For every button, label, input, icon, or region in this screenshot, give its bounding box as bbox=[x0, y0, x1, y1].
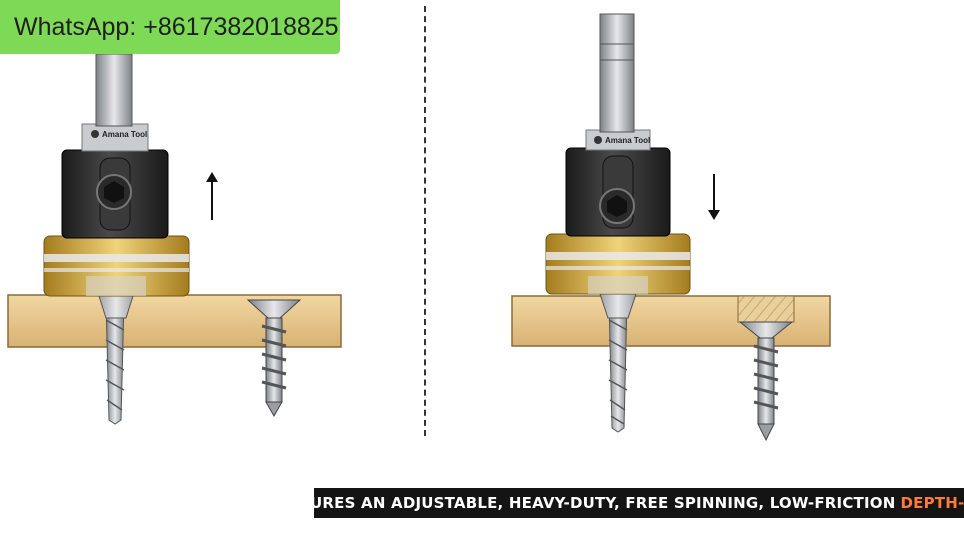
brand-logo-left: Amana Tool bbox=[102, 130, 147, 139]
screw-right bbox=[738, 321, 794, 442]
countersink-body-left bbox=[61, 149, 169, 239]
logo-icon-left bbox=[91, 130, 99, 138]
wood-plug bbox=[737, 295, 795, 323]
hex-shank-left bbox=[95, 53, 133, 127]
logo-icon-right bbox=[594, 136, 602, 144]
banner-text: FEATURES AN ADJUSTABLE, HEAVY-DUTY, FREE… bbox=[268, 494, 896, 512]
drill-bit-right bbox=[608, 299, 628, 433]
countersink-body-right bbox=[565, 147, 671, 237]
drill-bit-left bbox=[105, 299, 125, 425]
hex-shank-right bbox=[599, 13, 635, 133]
brand-logo-right: Amana Tool bbox=[605, 136, 650, 145]
screw-left bbox=[246, 299, 302, 418]
arrow-up-icon bbox=[206, 172, 218, 220]
whatsapp-contact-overlay[interactable]: WhatsApp: +8617382018825 bbox=[0, 0, 340, 54]
panel-divider bbox=[424, 6, 426, 436]
banner-highlight: DEPTH-STOP bbox=[900, 494, 964, 512]
whatsapp-label: WhatsApp: +8617382018825 bbox=[14, 12, 339, 41]
logo-band-left bbox=[81, 123, 149, 152]
right-panel: Amana Tool bbox=[511, 13, 831, 442]
left-panel: Amana Tool bbox=[7, 53, 342, 425]
depth-stop-collar-right bbox=[545, 233, 691, 295]
arrow-down-icon bbox=[708, 174, 720, 220]
depth-stop-collar-left bbox=[43, 235, 190, 297]
feature-banner: FEATURES AN ADJUSTABLE, HEAVY-DUTY, FREE… bbox=[268, 488, 964, 518]
